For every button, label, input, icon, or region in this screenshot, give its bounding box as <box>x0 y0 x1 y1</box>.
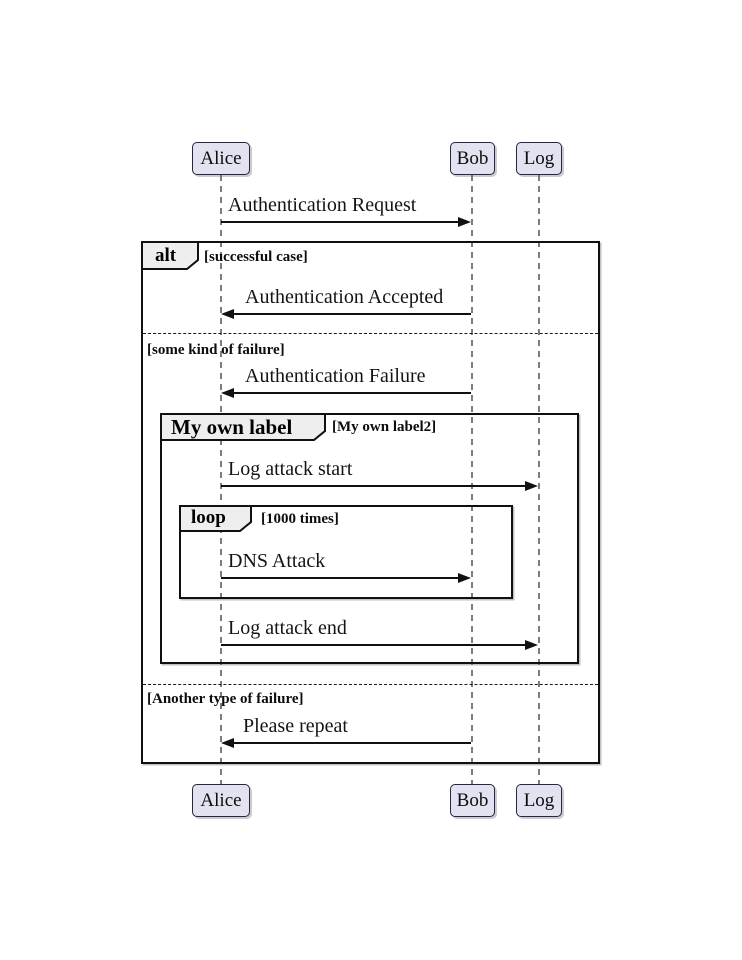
message-arrow-dns-attack <box>221 577 458 579</box>
arrowhead-right-icon <box>458 573 471 583</box>
message-arrow-log-attack-start <box>221 485 525 487</box>
arrowhead-left-icon <box>221 738 234 748</box>
message-label-authentication-request: Authentication Request <box>228 194 417 216</box>
loop-header-pentagon <box>179 505 252 532</box>
alt-else-divider-1 <box>143 333 598 334</box>
participant-bob-bottom: Bob <box>450 784 495 817</box>
message-arrow-please-repeat <box>234 742 471 744</box>
message-label-authentication-accepted: Authentication Accepted <box>245 286 444 308</box>
loop-fragment-frame <box>179 505 513 599</box>
message-label-log-attack-end: Log attack end <box>228 617 347 639</box>
participant-alice-top: Alice <box>192 142 250 175</box>
participant-log-bottom: Log <box>516 784 562 817</box>
participant-label: Bob <box>456 147 489 169</box>
lifeline-alice <box>220 175 222 784</box>
group-guard-label: [My own label2] <box>332 419 437 435</box>
lifeline-bob <box>471 175 473 784</box>
participant-log-top: Log <box>516 142 562 175</box>
loop-operator-label: loop <box>191 507 226 528</box>
arrowhead-left-icon <box>221 309 234 319</box>
arrowhead-right-icon <box>458 217 471 227</box>
group-operator-label: My own label <box>171 415 293 439</box>
alt-guard-label: [successful case] <box>204 249 308 265</box>
loop-guard-label: [1000 times] <box>261 511 339 527</box>
message-arrow-authentication-request <box>221 221 459 223</box>
participant-label: Log <box>523 789 555 811</box>
participant-bob-top: Bob <box>450 142 495 175</box>
alt-operator-label: alt <box>155 245 177 266</box>
lifeline-log <box>538 175 540 784</box>
arrowhead-right-icon <box>525 481 538 491</box>
participant-label: Log <box>523 147 555 169</box>
message-arrow-authentication-accepted <box>234 313 471 315</box>
message-arrow-log-attack-end <box>221 644 525 646</box>
message-label-log-attack-start: Log attack start <box>228 458 353 480</box>
group-fragment-frame <box>160 413 579 664</box>
arrowhead-right-icon <box>525 640 538 650</box>
alt-fragment-frame <box>141 241 600 764</box>
participant-label: Alice <box>200 147 242 169</box>
alt-else-guard-label-2: [Another type of failure] <box>147 691 304 707</box>
participant-label: Bob <box>456 789 489 811</box>
participant-alice-bottom: Alice <box>192 784 250 817</box>
group-header-pentagon <box>160 413 326 441</box>
message-arrow-authentication-failure <box>234 392 471 394</box>
alt-header-pentagon <box>141 241 199 270</box>
message-label-authentication-failure: Authentication Failure <box>245 365 426 387</box>
participant-label: Alice <box>200 789 242 811</box>
alt-else-guard-label-1: [some kind of failure] <box>147 342 285 358</box>
message-label-dns-attack: DNS Attack <box>228 550 326 572</box>
arrowhead-left-icon <box>221 388 234 398</box>
alt-else-divider-2 <box>143 684 598 685</box>
message-label-please-repeat: Please repeat <box>243 715 348 737</box>
